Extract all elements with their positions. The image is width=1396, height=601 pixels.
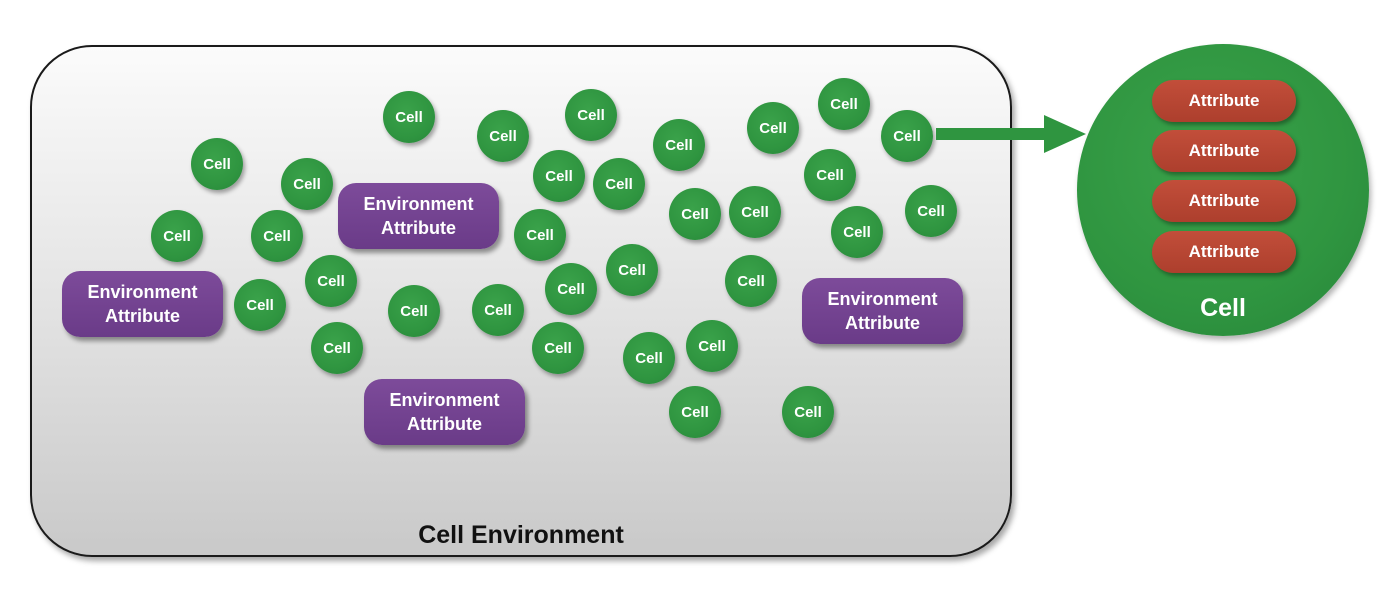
cell: Cell xyxy=(514,209,566,261)
environment-title: Cell Environment xyxy=(418,521,624,549)
environment-attribute-line1: Environment xyxy=(87,282,198,302)
cell: Cell xyxy=(191,138,243,190)
environment-attribute-line1: Environment xyxy=(389,390,500,410)
cell: Cell xyxy=(477,110,529,162)
cell-detail: Attribute Attribute Attribute Attribute … xyxy=(1077,44,1369,336)
cell: Cell xyxy=(669,386,721,438)
cell: Cell xyxy=(747,102,799,154)
cell: Cell xyxy=(725,255,777,307)
cell: Cell xyxy=(881,110,933,162)
cell: Cell xyxy=(818,78,870,130)
environment-attribute: Environment Attribute xyxy=(338,183,499,249)
environment-attribute-line2: Attribute xyxy=(845,313,920,333)
environment-attribute-line1: Environment xyxy=(827,289,938,309)
cell: Cell xyxy=(653,119,705,171)
cell: Cell xyxy=(472,284,524,336)
cell: Cell xyxy=(606,244,658,296)
cell-detail-title: Cell xyxy=(1200,294,1246,322)
cell-attribute: Attribute xyxy=(1152,80,1296,122)
environment-attribute: Environment Attribute xyxy=(364,379,525,445)
cell: Cell xyxy=(383,91,435,143)
cell: Cell xyxy=(388,285,440,337)
cell: Cell xyxy=(251,210,303,262)
environment-attribute: Environment Attribute xyxy=(62,271,223,337)
environment-attribute-line2: Attribute xyxy=(407,414,482,434)
cell: Cell xyxy=(532,322,584,374)
cell: Cell xyxy=(151,210,203,262)
environment-attribute: Environment Attribute xyxy=(802,278,963,344)
cell: Cell xyxy=(831,206,883,258)
cell: Cell xyxy=(234,279,286,331)
environment-attribute-line1: Environment xyxy=(363,194,474,214)
cell: Cell xyxy=(669,188,721,240)
cell: Cell xyxy=(782,386,834,438)
environment-attribute-line2: Attribute xyxy=(381,218,456,238)
cell-attribute: Attribute xyxy=(1152,231,1296,273)
cell: Cell xyxy=(565,89,617,141)
cell: Cell xyxy=(905,185,957,237)
cell: Cell xyxy=(593,158,645,210)
cell-attribute: Attribute xyxy=(1152,180,1296,222)
cell: Cell xyxy=(281,158,333,210)
cell: Cell xyxy=(804,149,856,201)
cell-attribute: Attribute xyxy=(1152,130,1296,172)
arrow-right-icon xyxy=(936,115,1086,153)
cell: Cell xyxy=(533,150,585,202)
environment-attribute-line2: Attribute xyxy=(105,306,180,326)
cell: Cell xyxy=(311,322,363,374)
cell: Cell xyxy=(729,186,781,238)
cell: Cell xyxy=(623,332,675,384)
cell: Cell xyxy=(545,263,597,315)
cell: Cell xyxy=(686,320,738,372)
cell: Cell xyxy=(305,255,357,307)
